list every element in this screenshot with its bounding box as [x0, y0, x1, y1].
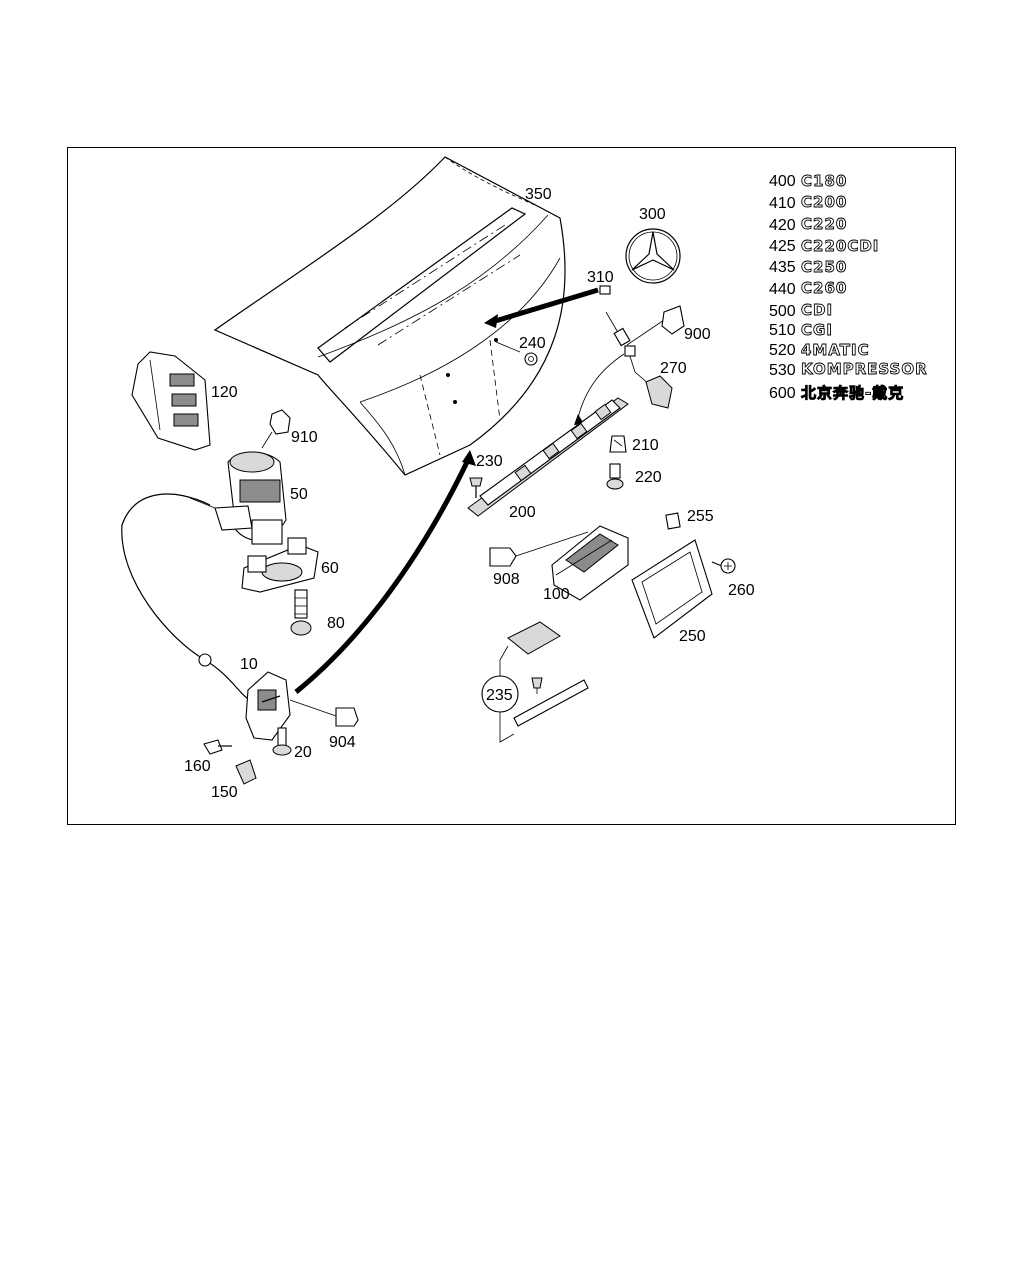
label-20: 20: [294, 744, 312, 761]
star-emblem-drawing: [625, 228, 681, 284]
label-350: 350: [525, 186, 552, 203]
badge-code-500: 500: [769, 303, 796, 320]
label-235: 235: [486, 687, 513, 704]
label-270: 270: [660, 360, 687, 377]
badge-530: KOMPRESSOR: [801, 360, 928, 378]
part-910-tag: [269, 409, 291, 435]
badge-400: C180: [801, 172, 847, 190]
part-150-clip: [235, 759, 257, 785]
label-60: 60: [321, 560, 339, 577]
badge-410: C200: [801, 193, 847, 211]
badge-420: C220: [801, 215, 847, 233]
badge-code-435: 435: [769, 259, 796, 276]
badge-legend: 400 C180 410 C200 420 C220 425 C220CDI 4…: [769, 172, 928, 403]
part-10-latch: [245, 671, 291, 741]
badge-600: 北京奔驰-戴克: [801, 384, 904, 402]
label-910: 910: [291, 429, 318, 446]
label-900: 900: [684, 326, 711, 343]
label-255: 255: [687, 508, 714, 525]
label-260: 260: [728, 582, 755, 599]
label-150: 150: [211, 784, 238, 801]
badge-code-600: 600: [769, 385, 796, 402]
badge-code-420: 420: [769, 217, 796, 234]
label-120: 120: [211, 384, 238, 401]
badge-code-425: 425: [769, 238, 796, 255]
part-100-handle: [551, 525, 629, 601]
label-220: 220: [635, 469, 662, 486]
part-270-sensor: [645, 375, 673, 409]
label-300: 300: [639, 206, 666, 223]
badge-510: CGI: [801, 321, 833, 339]
label-200: 200: [509, 504, 536, 521]
label-904: 904: [329, 734, 356, 751]
trunk-lid-drawing: [213, 156, 566, 476]
badge-425: C220CDI: [801, 237, 879, 255]
part-200-trim-strip: [467, 397, 629, 517]
part-80-bulb: [290, 589, 312, 636]
part-235-badge: [507, 621, 561, 655]
badge-code-400: 400: [769, 173, 796, 190]
part-210-clip: [609, 435, 627, 453]
badge-435: C250: [801, 258, 847, 276]
part-900-connector: [661, 305, 685, 335]
label-80: 80: [327, 615, 345, 632]
part-240-grommet: [524, 352, 538, 366]
label-908: 908: [493, 571, 520, 588]
part-250-plate: [631, 539, 713, 639]
part-60-housing: [241, 537, 319, 593]
arrow-10-to-lid: [294, 458, 471, 694]
part-310-clip: [599, 285, 611, 295]
label-100: 100: [543, 586, 570, 603]
part-904-tag: [335, 707, 359, 727]
badge-code-530: 530: [769, 362, 796, 379]
badge-code-440: 440: [769, 281, 796, 298]
badge-440: C260: [801, 279, 847, 297]
arrow-310: [491, 287, 599, 325]
badge-code-510: 510: [769, 322, 796, 339]
part-255-nut: [665, 512, 681, 530]
badge-code-410: 410: [769, 195, 796, 212]
badge-code-520: 520: [769, 342, 796, 359]
label-240: 240: [519, 335, 546, 352]
label-160: 160: [184, 758, 211, 775]
badge-500: CDI: [801, 301, 833, 319]
badge-520: 4MATIC: [801, 341, 870, 359]
label-210: 210: [632, 437, 659, 454]
label-310: 310: [587, 269, 614, 286]
label-10: 10: [240, 656, 258, 673]
part-120-cover: [131, 351, 211, 451]
label-50: 50: [290, 486, 308, 503]
part-50-lock-assembly: [214, 451, 287, 545]
label-230: 230: [476, 453, 503, 470]
label-250: 250: [679, 628, 706, 645]
part-labels: 350 300 310 900 240 270 120 910 50 210 2…: [184, 186, 755, 801]
part-908-tag: [489, 547, 517, 567]
